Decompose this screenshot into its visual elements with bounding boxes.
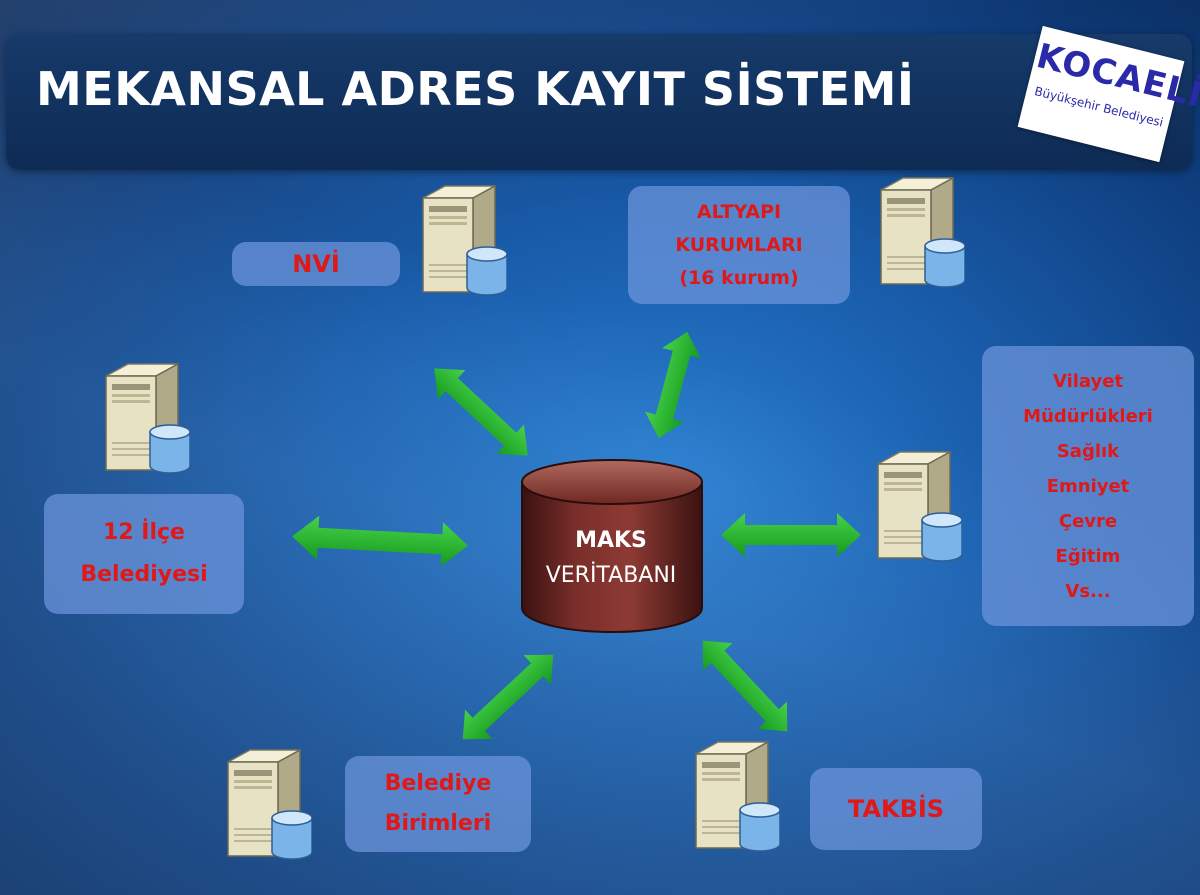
node-vilayet-line: Emniyet — [1046, 475, 1130, 497]
arrow-altyapi — [645, 331, 701, 439]
server-icon — [877, 450, 962, 562]
node-altyapi: ALTYAPI KURUMLARI (16 kurum) — [628, 186, 850, 304]
node-altyapi-line: ALTYAPI — [696, 200, 782, 223]
node-takbis-line: TAKBİS — [847, 795, 945, 823]
database-label-line2: VERİTABANI — [545, 563, 677, 588]
node-ilce-line: 12 İlçe — [103, 520, 185, 545]
server-icon — [105, 362, 190, 474]
node-nvi: NVİ — [232, 242, 400, 286]
arrow-takbis — [702, 640, 788, 732]
database-label-line1: MAKS — [575, 528, 647, 553]
node-takbis: TAKBİS — [810, 768, 982, 850]
database-icon — [521, 459, 703, 633]
node-altyapi-line: (16 kurum) — [679, 266, 799, 289]
server-icon — [880, 176, 965, 288]
node-nvi-line: NVİ — [292, 250, 340, 278]
node-vilayet-line: Müdürlükleri — [1023, 405, 1153, 427]
node-vilayet-line: Vilayet — [1052, 370, 1124, 392]
node-ilce-line: Belediyesi — [80, 562, 208, 587]
server-icon — [227, 748, 312, 860]
arrow-nvi — [434, 368, 528, 456]
node-altyapi-line: KURUMLARI — [675, 233, 803, 256]
node-vilayet-line: Çevre — [1058, 510, 1118, 532]
arrow-ilce — [292, 515, 468, 567]
node-ilce: 12 İlçe Belediyesi — [44, 494, 244, 614]
node-vilayet-line: Eğitim — [1055, 545, 1121, 567]
node-vilayet: Vilayet Müdürlükleri Sağlık Emniyet Çevr… — [982, 346, 1194, 626]
server-icon — [422, 184, 507, 296]
arrow-vilayet — [721, 513, 861, 557]
node-belediye-line: Birimleri — [384, 811, 492, 836]
node-belediye-line: Belediye — [384, 771, 492, 796]
server-icon — [695, 740, 780, 852]
node-belediye: Belediye Birimleri — [345, 756, 531, 852]
page-title: MEKANSAL ADRES KAYIT SİSTEMİ — [36, 62, 915, 116]
database-label: MAKS VERİTABANI — [518, 528, 704, 588]
node-vilayet-line: Vs... — [1065, 580, 1111, 602]
title-bar — [6, 34, 1192, 170]
node-vilayet-line: Sağlık — [1056, 440, 1120, 462]
arrow-belediye — [462, 654, 554, 740]
